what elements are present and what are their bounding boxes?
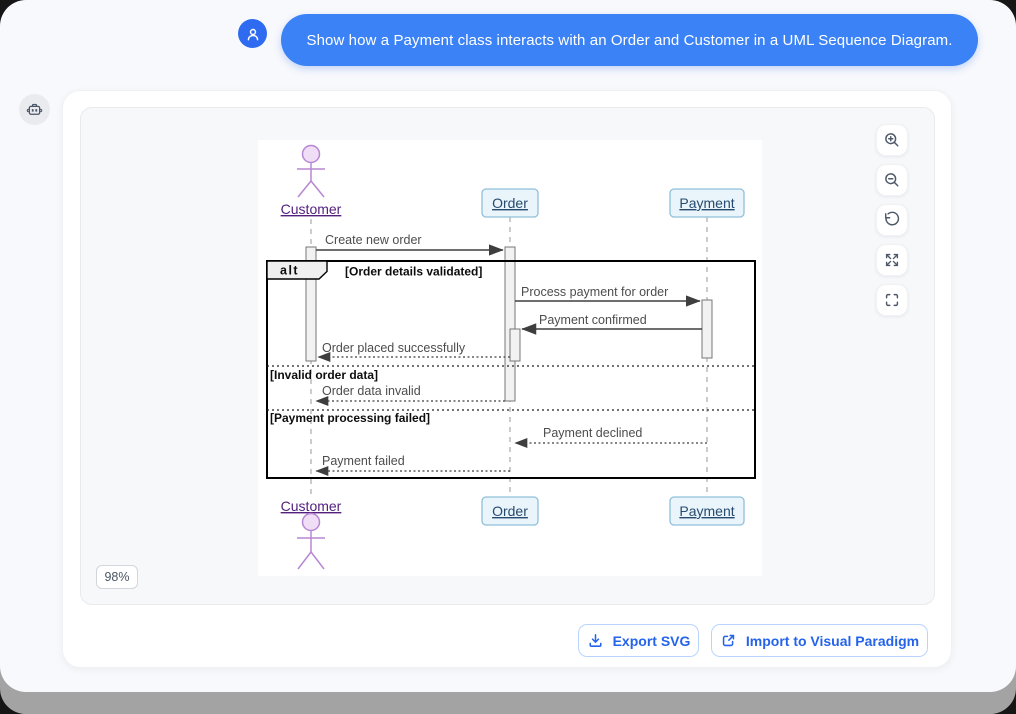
diagram-canvas[interactable]: Customer Order Payment Create new order <box>258 140 762 576</box>
alt-operator-tab <box>266 260 328 280</box>
message-label: Order data invalid <box>322 384 421 398</box>
participant-payment-bottom: Payment <box>669 496 745 526</box>
export-svg-label: Export SVG <box>612 632 691 649</box>
prompt-bubble: Show how a Payment class interacts with … <box>281 14 978 66</box>
alt-guard-1: [Order details validated] <box>345 265 482 279</box>
user-icon <box>247 28 258 40</box>
actor-customer-top: Customer <box>281 144 342 217</box>
actor-customer-bottom: Customer <box>281 498 342 570</box>
participant-label-customer-bottom: Customer <box>281 498 342 514</box>
zoom-out-button[interactable] <box>876 164 908 196</box>
alt-guard-3: [Payment processing failed] <box>270 411 430 425</box>
activation-payment <box>701 299 713 359</box>
bottom-strip <box>0 692 1016 714</box>
assistant-avatar <box>19 94 50 125</box>
import-visual-paradigm-label: Import to Visual Paradigm <box>745 632 920 649</box>
alt-operator-label: alt <box>280 264 299 278</box>
fullscreen-button[interactable] <box>876 284 908 316</box>
rotate-ccw-icon <box>884 211 900 226</box>
participant-order-top: Order <box>481 188 539 218</box>
participant-label-order-top: Order <box>492 195 528 211</box>
message-label: Payment failed <box>322 454 405 468</box>
zoom-level-badge: 98% <box>96 565 138 589</box>
alt-fragment-frame <box>266 260 756 479</box>
fullscreen-brackets-icon <box>885 293 899 307</box>
prompt-text: Show how a Payment class interacts with … <box>306 31 953 49</box>
robot-icon <box>26 103 43 115</box>
message-label: Payment declined <box>543 426 642 440</box>
participant-label-customer-top: Customer <box>281 201 342 217</box>
expand-button[interactable] <box>876 244 908 276</box>
download-icon <box>589 633 602 647</box>
participant-label-order-bottom: Order <box>492 503 528 519</box>
zoom-out-icon <box>885 173 899 187</box>
activation-order <box>504 246 516 402</box>
participant-label-payment-bottom: Payment <box>679 503 734 519</box>
zoom-in-button[interactable] <box>876 124 908 156</box>
message-label: Order placed successfully <box>322 341 466 355</box>
uml-sequence-diagram: Customer Order Payment Create new order <box>266 144 756 570</box>
activation-customer <box>305 246 317 362</box>
alt-guard-2: [Invalid order data] <box>270 368 378 382</box>
message-label: Create new order <box>325 233 422 247</box>
activation-order-nested <box>509 328 521 362</box>
participant-label-payment-top: Payment <box>679 195 734 211</box>
participant-payment-top: Payment <box>669 188 745 218</box>
message-label: Process payment for order <box>521 285 668 299</box>
expand-arrows-icon <box>885 253 899 267</box>
zoom-in-icon <box>885 133 899 147</box>
reset-view-button[interactable] <box>876 204 908 236</box>
user-avatar <box>238 19 267 48</box>
import-visual-paradigm-button[interactable]: Import to Visual Paradigm <box>711 624 928 657</box>
zoom-level-value: 98% <box>104 570 130 584</box>
export-svg-button[interactable]: Export SVG <box>578 624 699 657</box>
message-label: Payment confirmed <box>539 313 647 327</box>
page-background: Show how a Payment class interacts with … <box>0 0 1016 692</box>
participant-order-bottom: Order <box>481 496 539 526</box>
external-link-icon <box>722 634 735 647</box>
